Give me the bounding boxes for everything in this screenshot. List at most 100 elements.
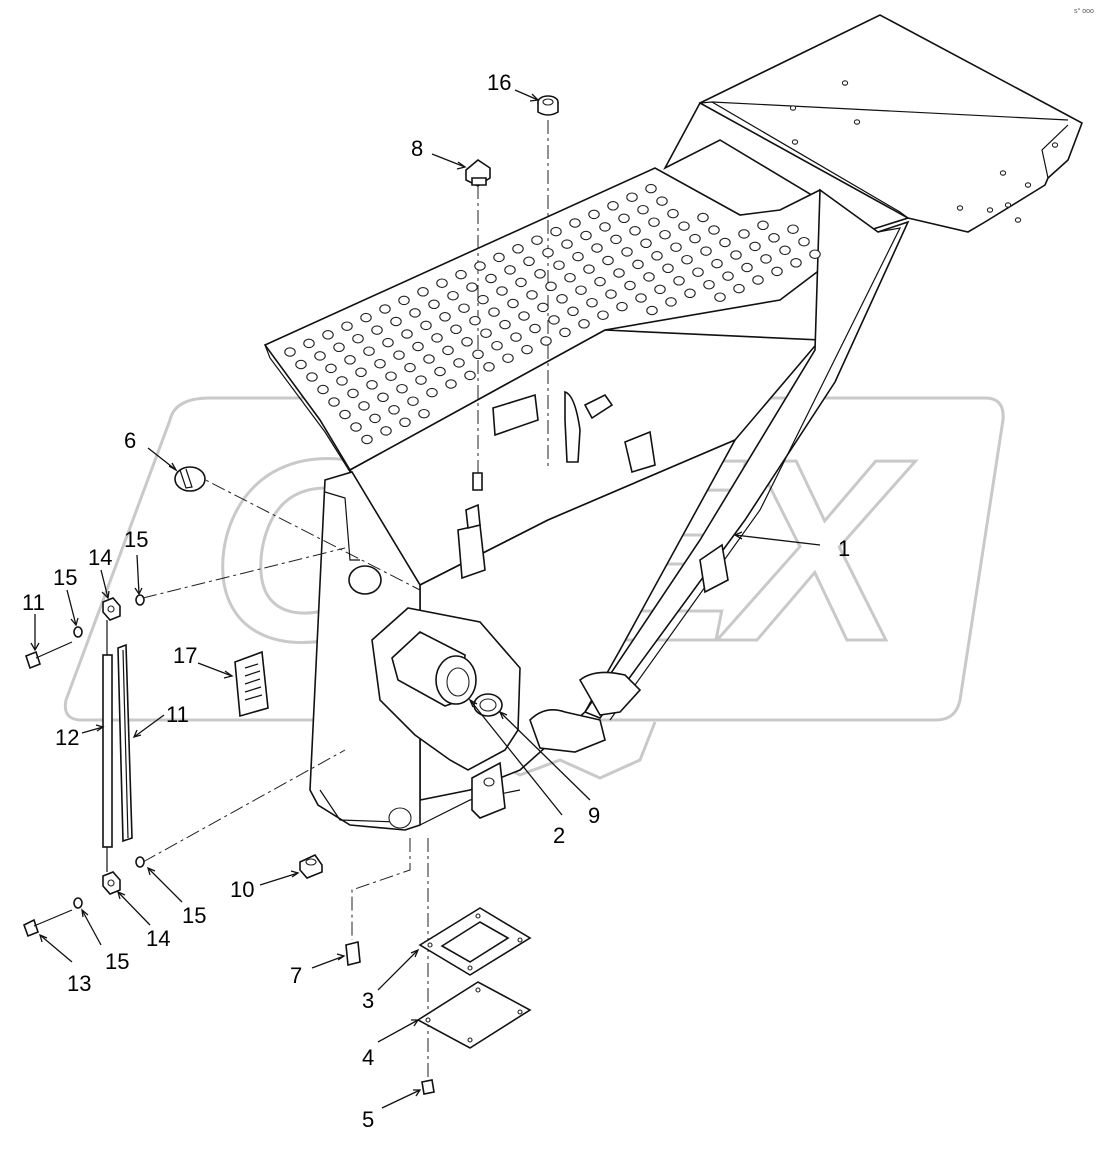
perforation-hole — [485, 273, 497, 284]
perforation-hole — [502, 353, 514, 363]
perforation-hole — [665, 297, 677, 307]
perforation-hole — [366, 380, 378, 390]
callout-10: 10 — [230, 877, 254, 902]
perforation-hole — [504, 265, 516, 275]
perforation-hole — [588, 209, 600, 220]
perforation-hole — [656, 196, 668, 206]
perforation-hole — [434, 366, 446, 377]
perforation-hole — [439, 312, 451, 322]
perforation-hole — [703, 279, 715, 290]
perforation-hole — [548, 315, 560, 325]
part-16-cap — [537, 95, 559, 116]
gasket-bolt-hole — [427, 942, 433, 948]
gasket-bolt-hole — [425, 1017, 431, 1023]
perforation-hole — [572, 251, 584, 262]
platform-hole — [853, 119, 861, 125]
perforation-hole — [431, 333, 443, 343]
callout-13: 12 — [55, 725, 79, 750]
perforation-hole — [673, 276, 685, 286]
part-10-drain-plug — [299, 853, 323, 879]
perforation-hole — [339, 409, 351, 420]
perforation-hole — [303, 338, 315, 349]
perforation-hole — [358, 401, 370, 411]
perforation-hole — [328, 397, 340, 407]
perforation-hole — [586, 297, 598, 308]
gasket-bolt-hole — [475, 913, 481, 919]
gasket-bolt-hole — [475, 987, 481, 993]
callouts: 16 8 6 1 11 15 14 15 17 11 12 2 9 10 15 … — [22, 70, 850, 1132]
perforation-hole — [564, 272, 576, 283]
perforation-hole — [450, 324, 462, 335]
perforation-hole — [580, 230, 592, 241]
perforation-hole — [445, 379, 457, 389]
perforation-hole — [722, 271, 734, 281]
perforation-hole — [401, 329, 413, 339]
perforation-hole — [529, 323, 541, 334]
perforation-hole — [760, 254, 772, 264]
perforation-hole — [646, 305, 658, 316]
perforation-hole — [336, 376, 348, 386]
perforation-hole — [629, 226, 641, 236]
perforation-hole — [567, 306, 579, 317]
perforation-hole — [347, 388, 359, 399]
perforation-hole — [388, 405, 400, 415]
perforation-hole — [591, 243, 603, 253]
perforation-hole — [618, 213, 630, 224]
callout-12: 11 — [166, 702, 189, 727]
callout-15-a: 15 — [53, 565, 77, 590]
perforation-hole — [355, 367, 367, 378]
platform-hole — [791, 139, 799, 145]
platform-hole — [1014, 217, 1022, 223]
perforation-hole — [635, 293, 647, 303]
platform-hole — [1024, 182, 1032, 188]
callout-14-lower: 14 — [146, 926, 170, 951]
part-3-gasket — [418, 907, 532, 976]
perforation-hole — [719, 237, 731, 248]
perforation-hole — [626, 192, 638, 202]
perforation-hole — [697, 212, 709, 223]
perforation-hole — [613, 268, 625, 278]
platform-hole — [841, 80, 849, 86]
perforation-hole — [469, 315, 481, 326]
perforation-hole — [412, 341, 424, 352]
perforation-hole — [382, 337, 394, 348]
perforation-hole — [569, 218, 581, 228]
perforation-hole — [526, 290, 538, 300]
perforation-hole — [738, 229, 750, 239]
perforation-hole — [314, 351, 326, 361]
perforation-hole — [689, 233, 701, 244]
perforation-hole — [559, 327, 571, 338]
part-11-bolt-upper — [25, 641, 73, 670]
perforation-hole — [512, 244, 524, 254]
perforation-hole — [531, 235, 543, 245]
perforation-hole — [537, 302, 549, 313]
perforation-hole — [466, 282, 478, 292]
perforation-hole — [523, 256, 535, 267]
step-plate-perforations — [284, 183, 821, 445]
perforation-hole — [407, 396, 419, 406]
perforation-hole — [749, 241, 761, 252]
perforation-hole — [733, 283, 745, 294]
perforation-hole — [361, 434, 373, 445]
perforation-hole — [480, 328, 492, 338]
callout-7: 7 — [290, 963, 302, 988]
perforation-hole — [597, 310, 609, 320]
perforation-hole — [284, 347, 296, 357]
part-11-bolt-lower — [23, 909, 73, 938]
perforation-hole — [648, 217, 660, 227]
perforation-hole — [640, 238, 652, 249]
perforation-hole — [352, 333, 364, 344]
perforation-hole — [426, 387, 438, 398]
part-8-breather — [465, 159, 491, 187]
perforation-hole — [645, 183, 657, 194]
perforation-hole — [708, 225, 720, 235]
platform-hole — [986, 207, 994, 213]
perforation-hole — [371, 325, 383, 335]
perforation-hole — [534, 269, 546, 279]
part-13-sight-tube — [102, 620, 113, 872]
perforation-hole — [325, 363, 337, 374]
callout-9: 9 — [588, 803, 600, 828]
part-15-washer — [73, 897, 83, 909]
part-15-washer — [73, 626, 83, 638]
perforation-hole — [474, 261, 486, 271]
